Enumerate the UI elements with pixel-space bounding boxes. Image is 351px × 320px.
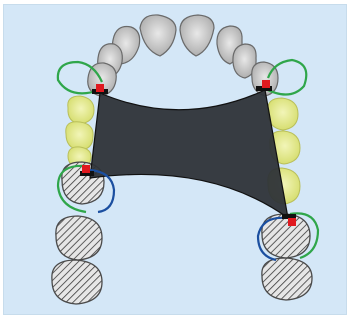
tooth-incisor-2 [180, 15, 214, 56]
hatched-teeth-left [52, 162, 104, 304]
hatched-tooth [56, 216, 102, 260]
tooth-incisor-1 [140, 15, 176, 56]
rest-red-upper-left [96, 84, 104, 92]
rest-red-lower-right [288, 218, 296, 226]
major-connector-plate [90, 90, 288, 218]
anterior-teeth [98, 15, 256, 78]
missing-tooth [68, 96, 94, 124]
missing-tooth [66, 122, 93, 150]
missing-teeth-left [66, 96, 94, 168]
rest-red-mid-left [82, 165, 90, 173]
missing-tooth [268, 98, 298, 130]
rest-red-upper-right [262, 80, 270, 88]
hatched-tooth [262, 258, 312, 300]
hatched-tooth [52, 260, 102, 304]
